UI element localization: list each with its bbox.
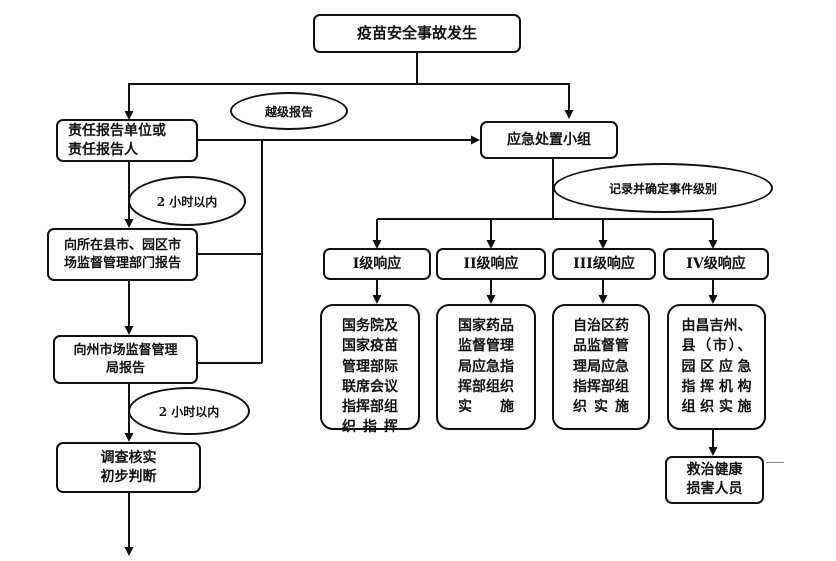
crop-mark bbox=[766, 462, 784, 463]
action-4-node: 由昌吉州、 县（市）、 园区应急 指挥机构 组织实施 bbox=[667, 304, 766, 430]
level-3-node: III级响应 bbox=[552, 248, 656, 280]
level-1-node: I级响应 bbox=[323, 248, 431, 280]
two-hours-oval-2: 2 小时以内 bbox=[128, 387, 250, 435]
level-2-node: II级响应 bbox=[436, 248, 546, 280]
treat-injured-node: 救治健康 损害人员 bbox=[665, 456, 764, 504]
incident-node: 疫苗安全事故发生 bbox=[313, 14, 521, 53]
emergency-group-node: 应急处置小组 bbox=[480, 121, 618, 159]
skip-report-oval: 越级报告 bbox=[230, 92, 348, 130]
action-3-node: 自治区药 品监督管 理局应急 指挥部组 织实施 bbox=[552, 304, 650, 430]
action-1-node: 国务院及 国家疫苗 管理部际 联席会议 指挥部组 织指挥 bbox=[320, 304, 420, 435]
level-4-node: IV级响应 bbox=[663, 248, 769, 280]
county-report-node: 向所在县市、园区市 场监督管理部门报告 bbox=[47, 228, 198, 281]
prefecture-report-node: 向州市场监督管理 局报告 bbox=[53, 335, 198, 384]
two-hours-oval-1: 2 小时以内 bbox=[128, 176, 246, 226]
reporter-node: 责任报告单位或 责任报告人 bbox=[56, 119, 198, 162]
record-grade-oval: 记录并确定事件级别 bbox=[553, 163, 773, 213]
investigate-node: 调查核实 初步判断 bbox=[56, 442, 201, 493]
action-2-node: 国家药品 监督管理 局应急指 挥部组织 实施 bbox=[436, 304, 536, 430]
